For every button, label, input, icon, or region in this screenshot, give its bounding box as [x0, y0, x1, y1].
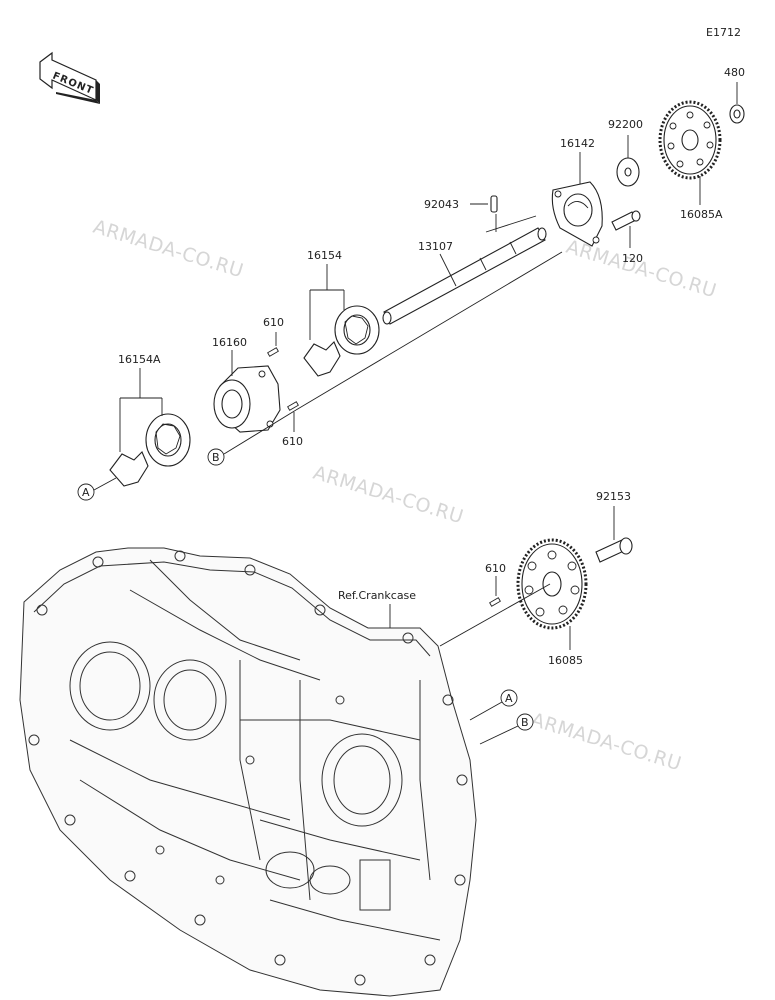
watermark-1: ARMADA-CO.RU — [91, 216, 247, 283]
label-16142: 16142 — [560, 137, 595, 150]
label-16160: 16160 — [212, 336, 247, 349]
label-16154A: 16154A — [118, 353, 161, 366]
marker-a-lower: A — [500, 689, 518, 707]
label-13107: 13107 — [418, 240, 453, 253]
crankcase-illustration — [19, 547, 477, 997]
part-610-pin-upper — [267, 347, 279, 357]
svg-text:B: B — [212, 451, 220, 464]
label-120: 120 — [622, 252, 643, 265]
watermark-2: ARMADA-CO.RU — [564, 236, 720, 303]
part-92200-washer — [616, 157, 640, 187]
label-16085: 16085 — [548, 654, 583, 667]
part-13107-shaft — [382, 227, 547, 325]
label-16085A: 16085A — [680, 208, 723, 221]
label-610-lower: 610 — [282, 435, 303, 448]
label-480: 480 — [724, 66, 745, 79]
label-610-upper: 610 — [263, 316, 284, 329]
watermark-5: ARMADA-CO.RU — [529, 709, 685, 776]
part-16154-rotor — [303, 305, 380, 377]
front-arrow-icon: FRONT — [39, 51, 100, 104]
label-92153: 92153 — [596, 490, 631, 503]
part-120-bolt — [611, 210, 641, 231]
part-610-pin-bottom — [489, 597, 501, 607]
part-16142-cover — [551, 181, 603, 247]
marker-b-lower: B — [516, 713, 534, 731]
part-610-pin-lower — [287, 401, 299, 411]
label-ref-crankcase: Ref.Crankcase — [338, 589, 416, 602]
part-480-washer — [729, 104, 745, 124]
marker-a-upper: A — [77, 483, 95, 501]
svg-text:A: A — [82, 486, 90, 499]
watermark-3: ARMADA-CO.RU — [311, 462, 467, 529]
part-92043-pin — [490, 195, 498, 213]
svg-text:A: A — [505, 692, 513, 705]
label-610-bottom: 610 — [485, 562, 506, 575]
part-16154A-rotor — [109, 413, 191, 487]
svg-text:B: B — [521, 716, 529, 729]
label-92200: 92200 — [608, 118, 643, 131]
part-16085-gear — [516, 538, 588, 630]
marker-b-upper: B — [207, 448, 225, 466]
diagram-code: E1712 — [706, 26, 741, 39]
label-92043: 92043 — [424, 198, 459, 211]
part-16085A-gear — [658, 100, 722, 180]
label-16154: 16154 — [307, 249, 342, 262]
part-92153-bolt — [595, 537, 633, 563]
part-16160-pump-body — [213, 365, 281, 433]
